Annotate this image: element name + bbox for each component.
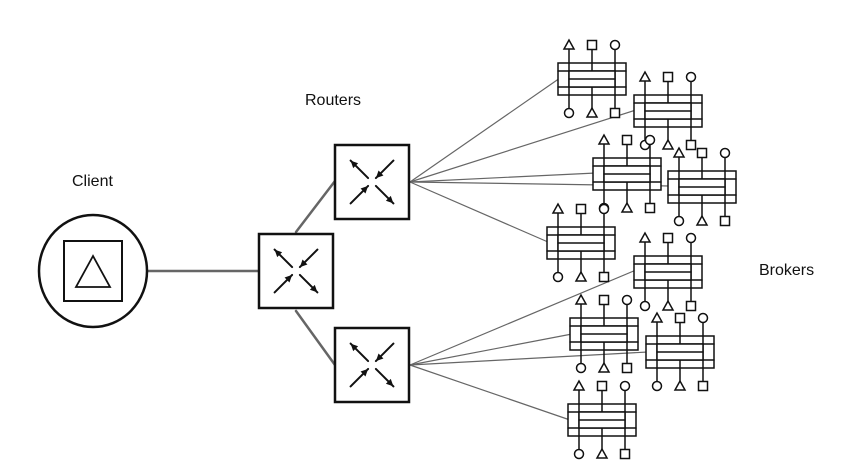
link-bottom-broker-4	[409, 364, 571, 421]
broker-1	[557, 38, 627, 119]
client-circle	[37, 213, 149, 329]
router-top	[333, 143, 411, 221]
link-top-broker-2	[409, 109, 637, 183]
crossing-arrows-icon	[349, 159, 395, 205]
broker-5	[546, 202, 616, 283]
queue-with-pins-icon	[672, 146, 731, 227]
queue-with-pins-icon	[650, 311, 709, 392]
queue-with-pins-icon	[562, 38, 621, 119]
routers-label: Routers	[305, 92, 362, 109]
triangle-in-square-icon	[74, 254, 112, 288]
link-router-bottom	[294, 309, 337, 367]
broker-6	[633, 231, 703, 312]
diagram-nodes	[37, 38, 737, 460]
link-top-broker-5	[409, 181, 549, 243]
connection-lines	[144, 77, 671, 421]
queue-with-pins-icon	[638, 70, 697, 151]
client-square	[63, 240, 123, 302]
link-bottom-broker-2	[409, 333, 573, 366]
queue-with-pins-icon	[551, 202, 610, 283]
queue-with-pins-icon	[572, 379, 631, 460]
crossing-arrows-icon	[273, 248, 319, 294]
router-box	[333, 326, 411, 404]
router-bottom	[333, 326, 411, 404]
link-top-broker-1	[409, 77, 561, 183]
broker-2	[633, 70, 703, 151]
queue-with-pins-icon	[638, 231, 697, 312]
link-bottom-broker-1	[409, 269, 637, 366]
router-hub	[257, 232, 335, 310]
broker-7	[569, 293, 639, 374]
link-router-top	[294, 179, 337, 234]
crossing-arrows-icon	[349, 342, 395, 388]
router-box	[257, 232, 335, 310]
link-bottom-broker-3	[409, 351, 649, 366]
broker-9	[567, 379, 637, 460]
broker-3	[592, 133, 662, 214]
brokers-label: Brokers	[759, 262, 815, 279]
queue-with-pins-icon	[574, 293, 633, 374]
client-label: Client	[72, 173, 113, 190]
client-node	[37, 213, 149, 329]
broker-4	[667, 146, 737, 227]
broker-8	[645, 311, 715, 392]
router-box	[333, 143, 411, 221]
link-top-broker-3	[409, 172, 597, 183]
